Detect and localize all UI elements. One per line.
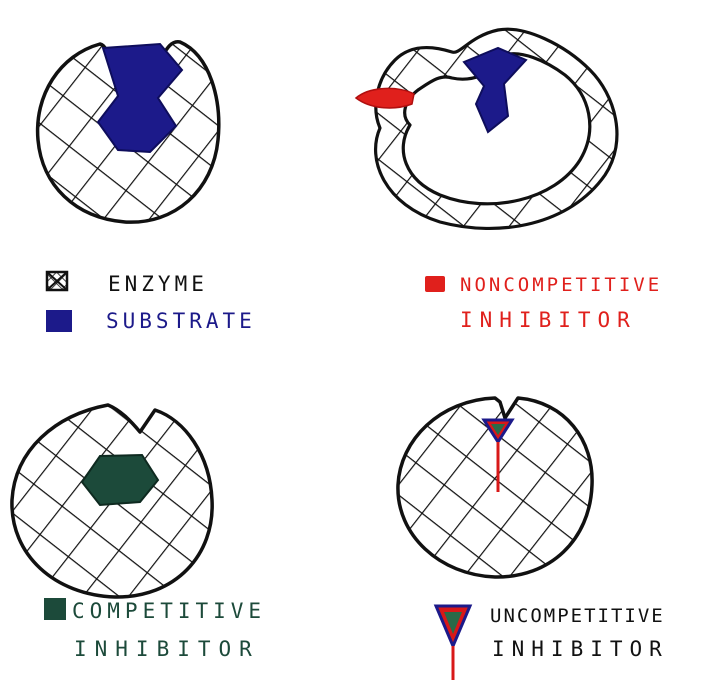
noncompetitive-label-line2: INHIBITOR	[460, 308, 637, 332]
enzyme-substrate-panel	[38, 42, 219, 222]
noncompetitive-swatch	[425, 276, 445, 292]
noncompetitive-label-line1: NONCOMPETITIVE	[460, 274, 662, 296]
competitive-panel	[12, 405, 212, 597]
uncompetitive-label-line1: UNCOMPETITIVE	[490, 605, 665, 627]
substrate-shape-shifted	[464, 48, 526, 132]
competitive-label-line1: COMPETITIVE	[72, 599, 266, 623]
legend-competitive: COMPETITIVE INHIBITOR	[44, 598, 266, 661]
uncompetitive-label-line2: INHIBITOR	[492, 637, 669, 661]
competitive-label-line2: INHIBITOR	[74, 637, 260, 661]
legend-enzyme: ENZYME	[47, 272, 208, 296]
legend-noncompetitive: NONCOMPETITIVE INHIBITOR	[425, 274, 662, 332]
competitive-swatch	[44, 598, 66, 620]
legend-substrate: SUBSTRATE	[46, 309, 256, 333]
substrate-swatch	[46, 310, 72, 332]
substrate-label: SUBSTRATE	[106, 309, 256, 333]
noncompetitive-inhibitor-shape	[356, 88, 414, 108]
uncompetitive-panel	[398, 398, 592, 577]
legend-uncompetitive: UNCOMPETITIVE INHIBITOR	[436, 605, 669, 680]
noncompetitive-panel	[356, 29, 617, 228]
enzyme-label: ENZYME	[108, 272, 208, 296]
